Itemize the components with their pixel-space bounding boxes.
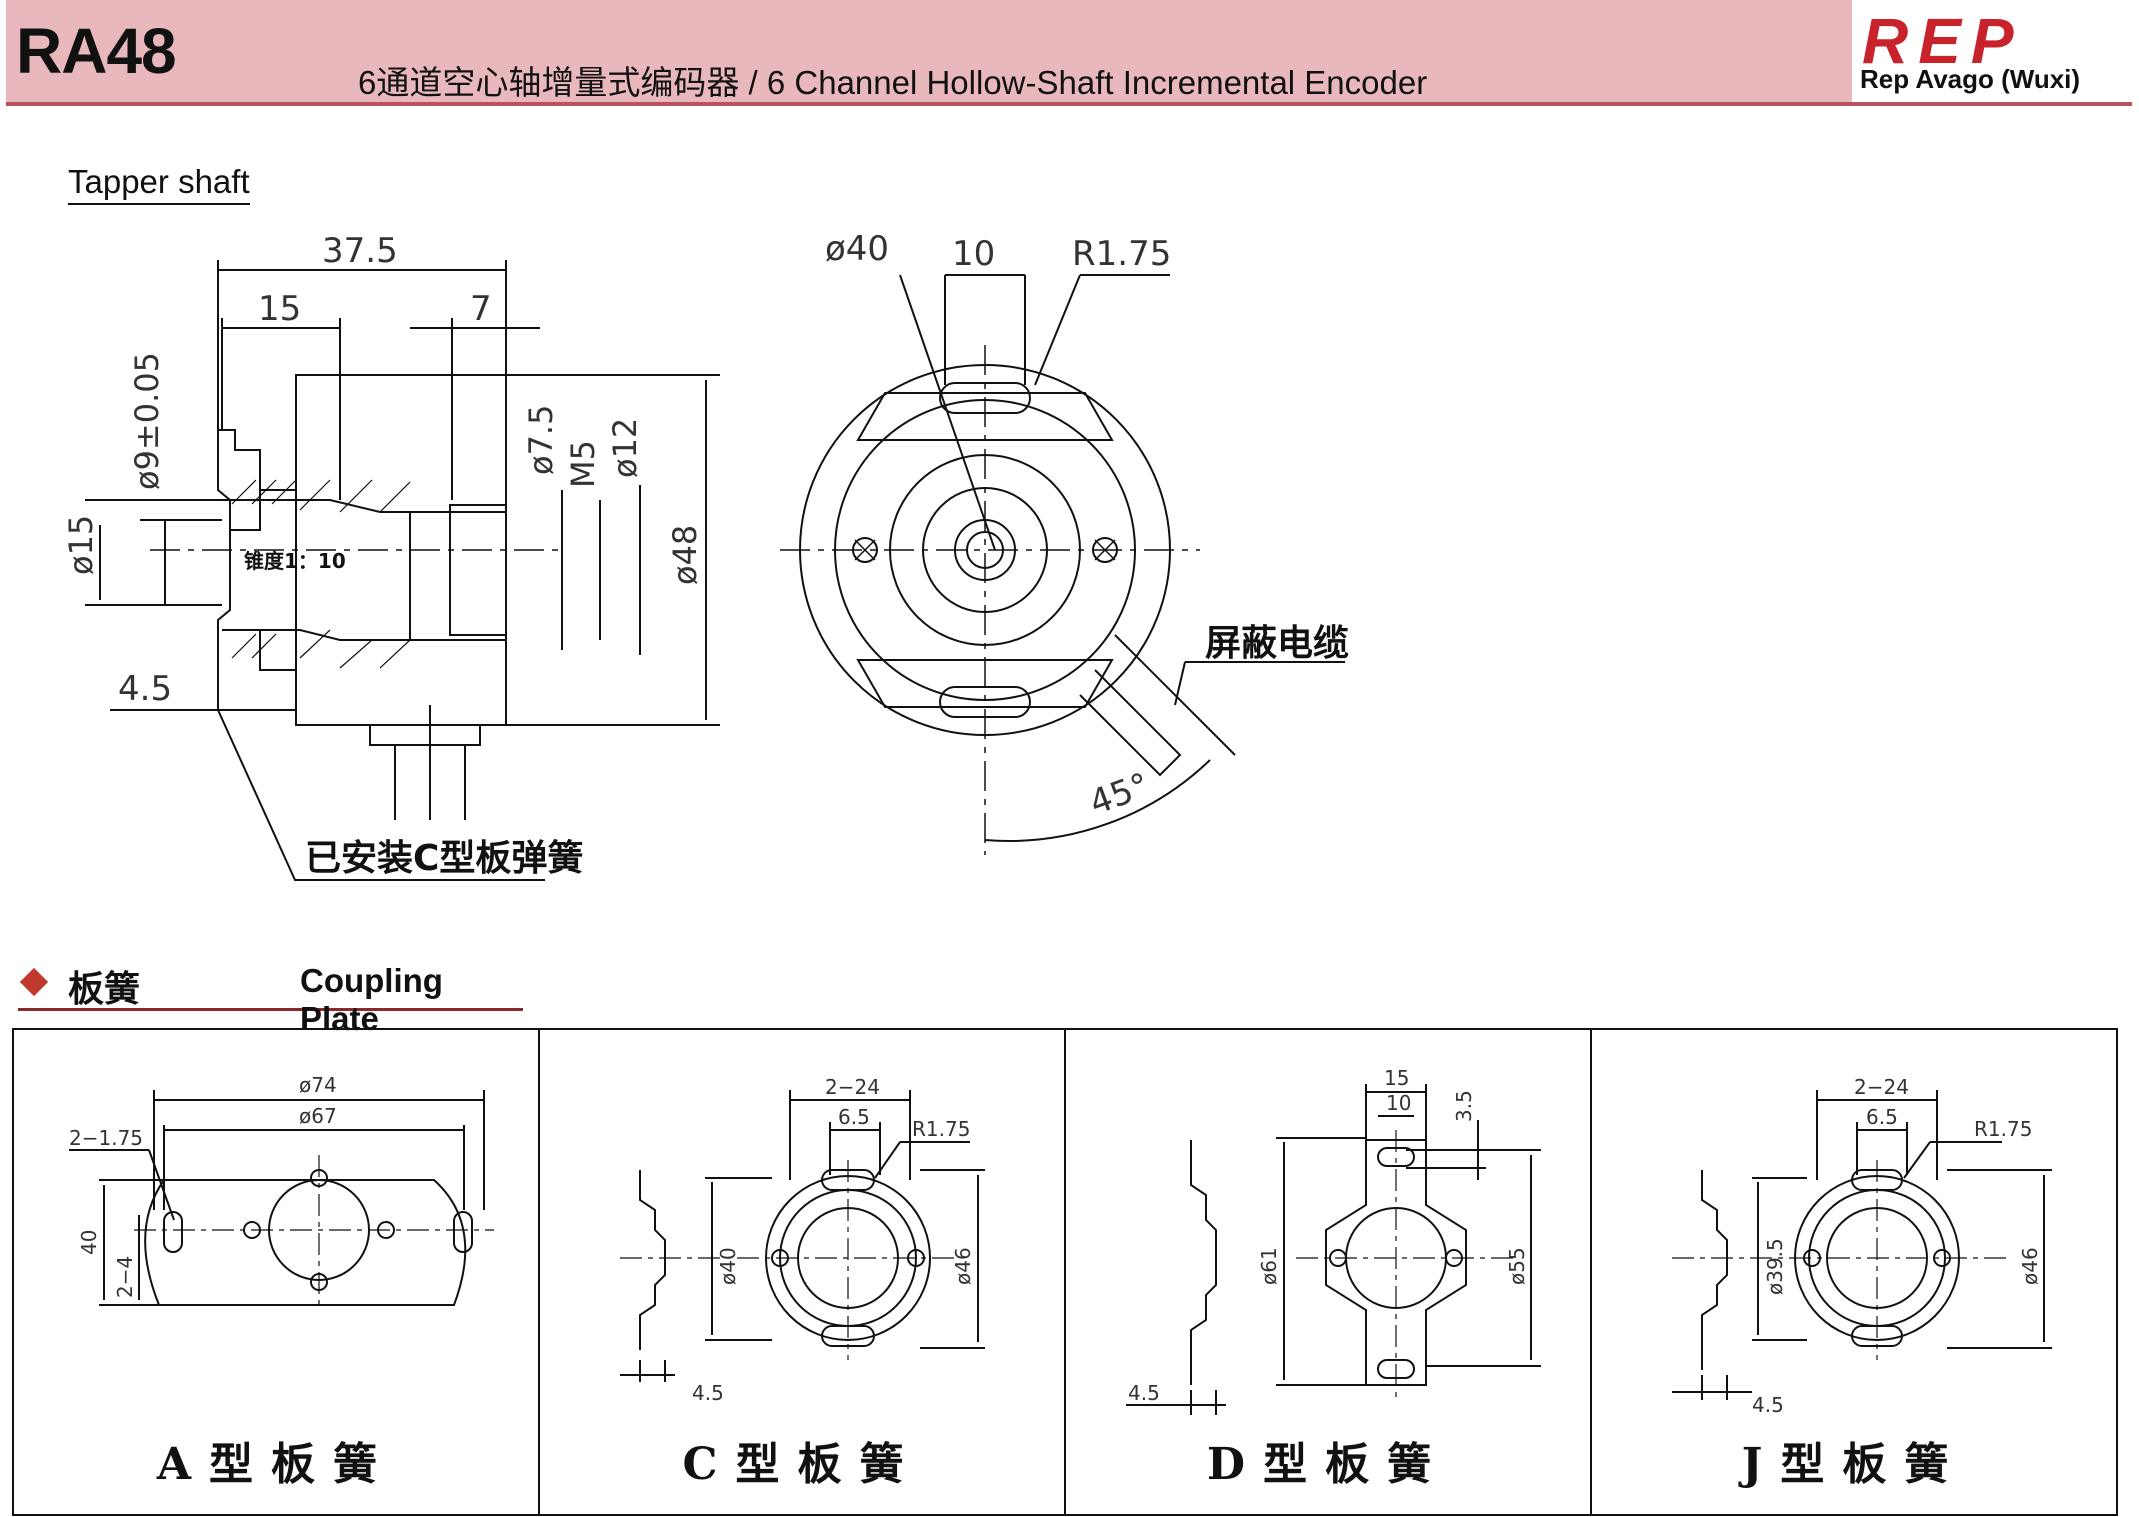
dim-10: 10: [952, 234, 995, 274]
plate-c-d40: ø40: [716, 1247, 740, 1285]
dim-4-5: 4.5: [118, 669, 172, 709]
section-title-cn: 板簧: [68, 968, 141, 1010]
plate-c-d46: ø46: [951, 1247, 975, 1285]
dim-d48: ø48: [666, 525, 704, 585]
plate-d-panel: 15 10 3.5 ø61 ø55 4.5 D型板簧: [1066, 1030, 1592, 1514]
page-subtitle: 6通道空心轴增量式编码器 / 6 Channel Hollow-Shaft In…: [358, 64, 1428, 101]
plate-a-d74: ø74: [299, 1073, 337, 1097]
plate-j-w65: 6.5: [1866, 1105, 1898, 1129]
angle-45: 45°: [1084, 765, 1154, 823]
dim-r175: R1.75: [1072, 234, 1171, 274]
taper-label: 锥度1：10: [244, 549, 346, 573]
plate-j-label: J型板簧: [1741, 1439, 1967, 1490]
coupling-plate-heading: 板簧 Coupling Plate: [18, 958, 523, 1037]
section-title-en: Coupling Plate: [300, 962, 443, 1037]
plate-c-label: C型板簧: [682, 1439, 922, 1490]
logo-subtitle: Rep Avago (Wuxi): [1860, 64, 2081, 94]
plate-c-w24: 2−24: [825, 1075, 880, 1099]
dim-d12: ø12: [606, 418, 644, 478]
plate-a-drawing: ø74 ø67 2−1.75 40 2−4: [69, 1073, 494, 1306]
plate-c-panel: 2−24 6.5 R1.75 ø40 ø46 4.5 C型板簧: [540, 1030, 1066, 1514]
brand-logo: REP Rep Avago (Wuxi): [1852, 0, 2132, 106]
tapper-shaft-label: Tapper shaft: [68, 163, 250, 205]
dim-15: 15: [258, 289, 301, 329]
spring-label: 已安装C型板弹簧: [305, 838, 583, 879]
logo-text: REP: [1862, 5, 2024, 77]
plate-a-panel: ø74 ø67 2−1.75 40 2−4 A型板簧: [14, 1030, 540, 1514]
dim-d9: ø9±0.05: [128, 352, 166, 490]
plate-d-w10: 10: [1386, 1091, 1411, 1115]
header-bar: RA48 6通道空心轴增量式编码器 / 6 Channel Hollow-Sha…: [6, 0, 1852, 106]
plate-c-drawing: 2−24 6.5 R1.75 ø40 ø46 4.5: [620, 1075, 985, 1405]
dim-d15: ø15: [62, 515, 100, 575]
plate-a-holes: 2−1.75: [69, 1126, 143, 1150]
plate-d-d61: ø61: [1257, 1247, 1281, 1285]
plate-a-h24: 2−4: [113, 1256, 137, 1298]
plate-d-d55: ø55: [1505, 1247, 1529, 1285]
plate-c-w65: 6.5: [838, 1105, 870, 1129]
plate-j-t45: 4.5: [1752, 1393, 1784, 1417]
coupling-plate-table: ø74 ø67 2−1.75 40 2−4 A型板簧: [12, 1028, 2118, 1516]
dim-d7-5: ø7.5: [522, 405, 560, 475]
plate-d-w15: 15: [1384, 1066, 1409, 1090]
plate-c-t45: 4.5: [692, 1381, 724, 1405]
model-number: RA48: [16, 15, 177, 87]
front-view-drawing: ø40 10 R1.75 屏蔽电缆 45°: [780, 229, 1349, 855]
plate-j-r175: R1.75: [1974, 1117, 2032, 1141]
dim-d40: ø40: [825, 229, 889, 269]
dim-37-5: 37.5: [322, 231, 398, 271]
plate-j-panel: 2−24 6.5 R1.75 ø39.5 ø46 4.5 J型板簧: [1592, 1030, 2116, 1514]
plate-d-label: D型板簧: [1206, 1439, 1450, 1490]
plate-a-label: A型板簧: [156, 1439, 396, 1490]
dim-7: 7: [470, 289, 492, 329]
plate-j-w24: 2−24: [1854, 1075, 1909, 1099]
plate-j-d46: ø46: [2018, 1247, 2042, 1285]
plate-j-drawing: 2−24 6.5 R1.75 ø39.5 ø46 4.5: [1672, 1075, 2052, 1417]
dim-m5: M5: [564, 440, 602, 488]
cable-label: 屏蔽电缆: [1205, 623, 1349, 664]
plate-c-r175: R1.75: [912, 1117, 970, 1141]
diamond-bullet-icon: [19, 967, 49, 997]
plate-a-d67: ø67: [299, 1104, 337, 1128]
plate-d-t45: 4.5: [1128, 1381, 1160, 1405]
plate-d-drawing: 15 10 3.5 ø61 ø55 4.5: [1126, 1066, 1541, 1415]
plate-j-d395: ø39.5: [1763, 1238, 1787, 1295]
side-view-drawing: 37.5 15 7 ø9±0.05 ø15 ø7.5 M5 ø12 ø48 锥度…: [62, 231, 720, 881]
plate-a-h40: 40: [77, 1230, 101, 1255]
plate-d-h35: 3.5: [1452, 1090, 1476, 1122]
